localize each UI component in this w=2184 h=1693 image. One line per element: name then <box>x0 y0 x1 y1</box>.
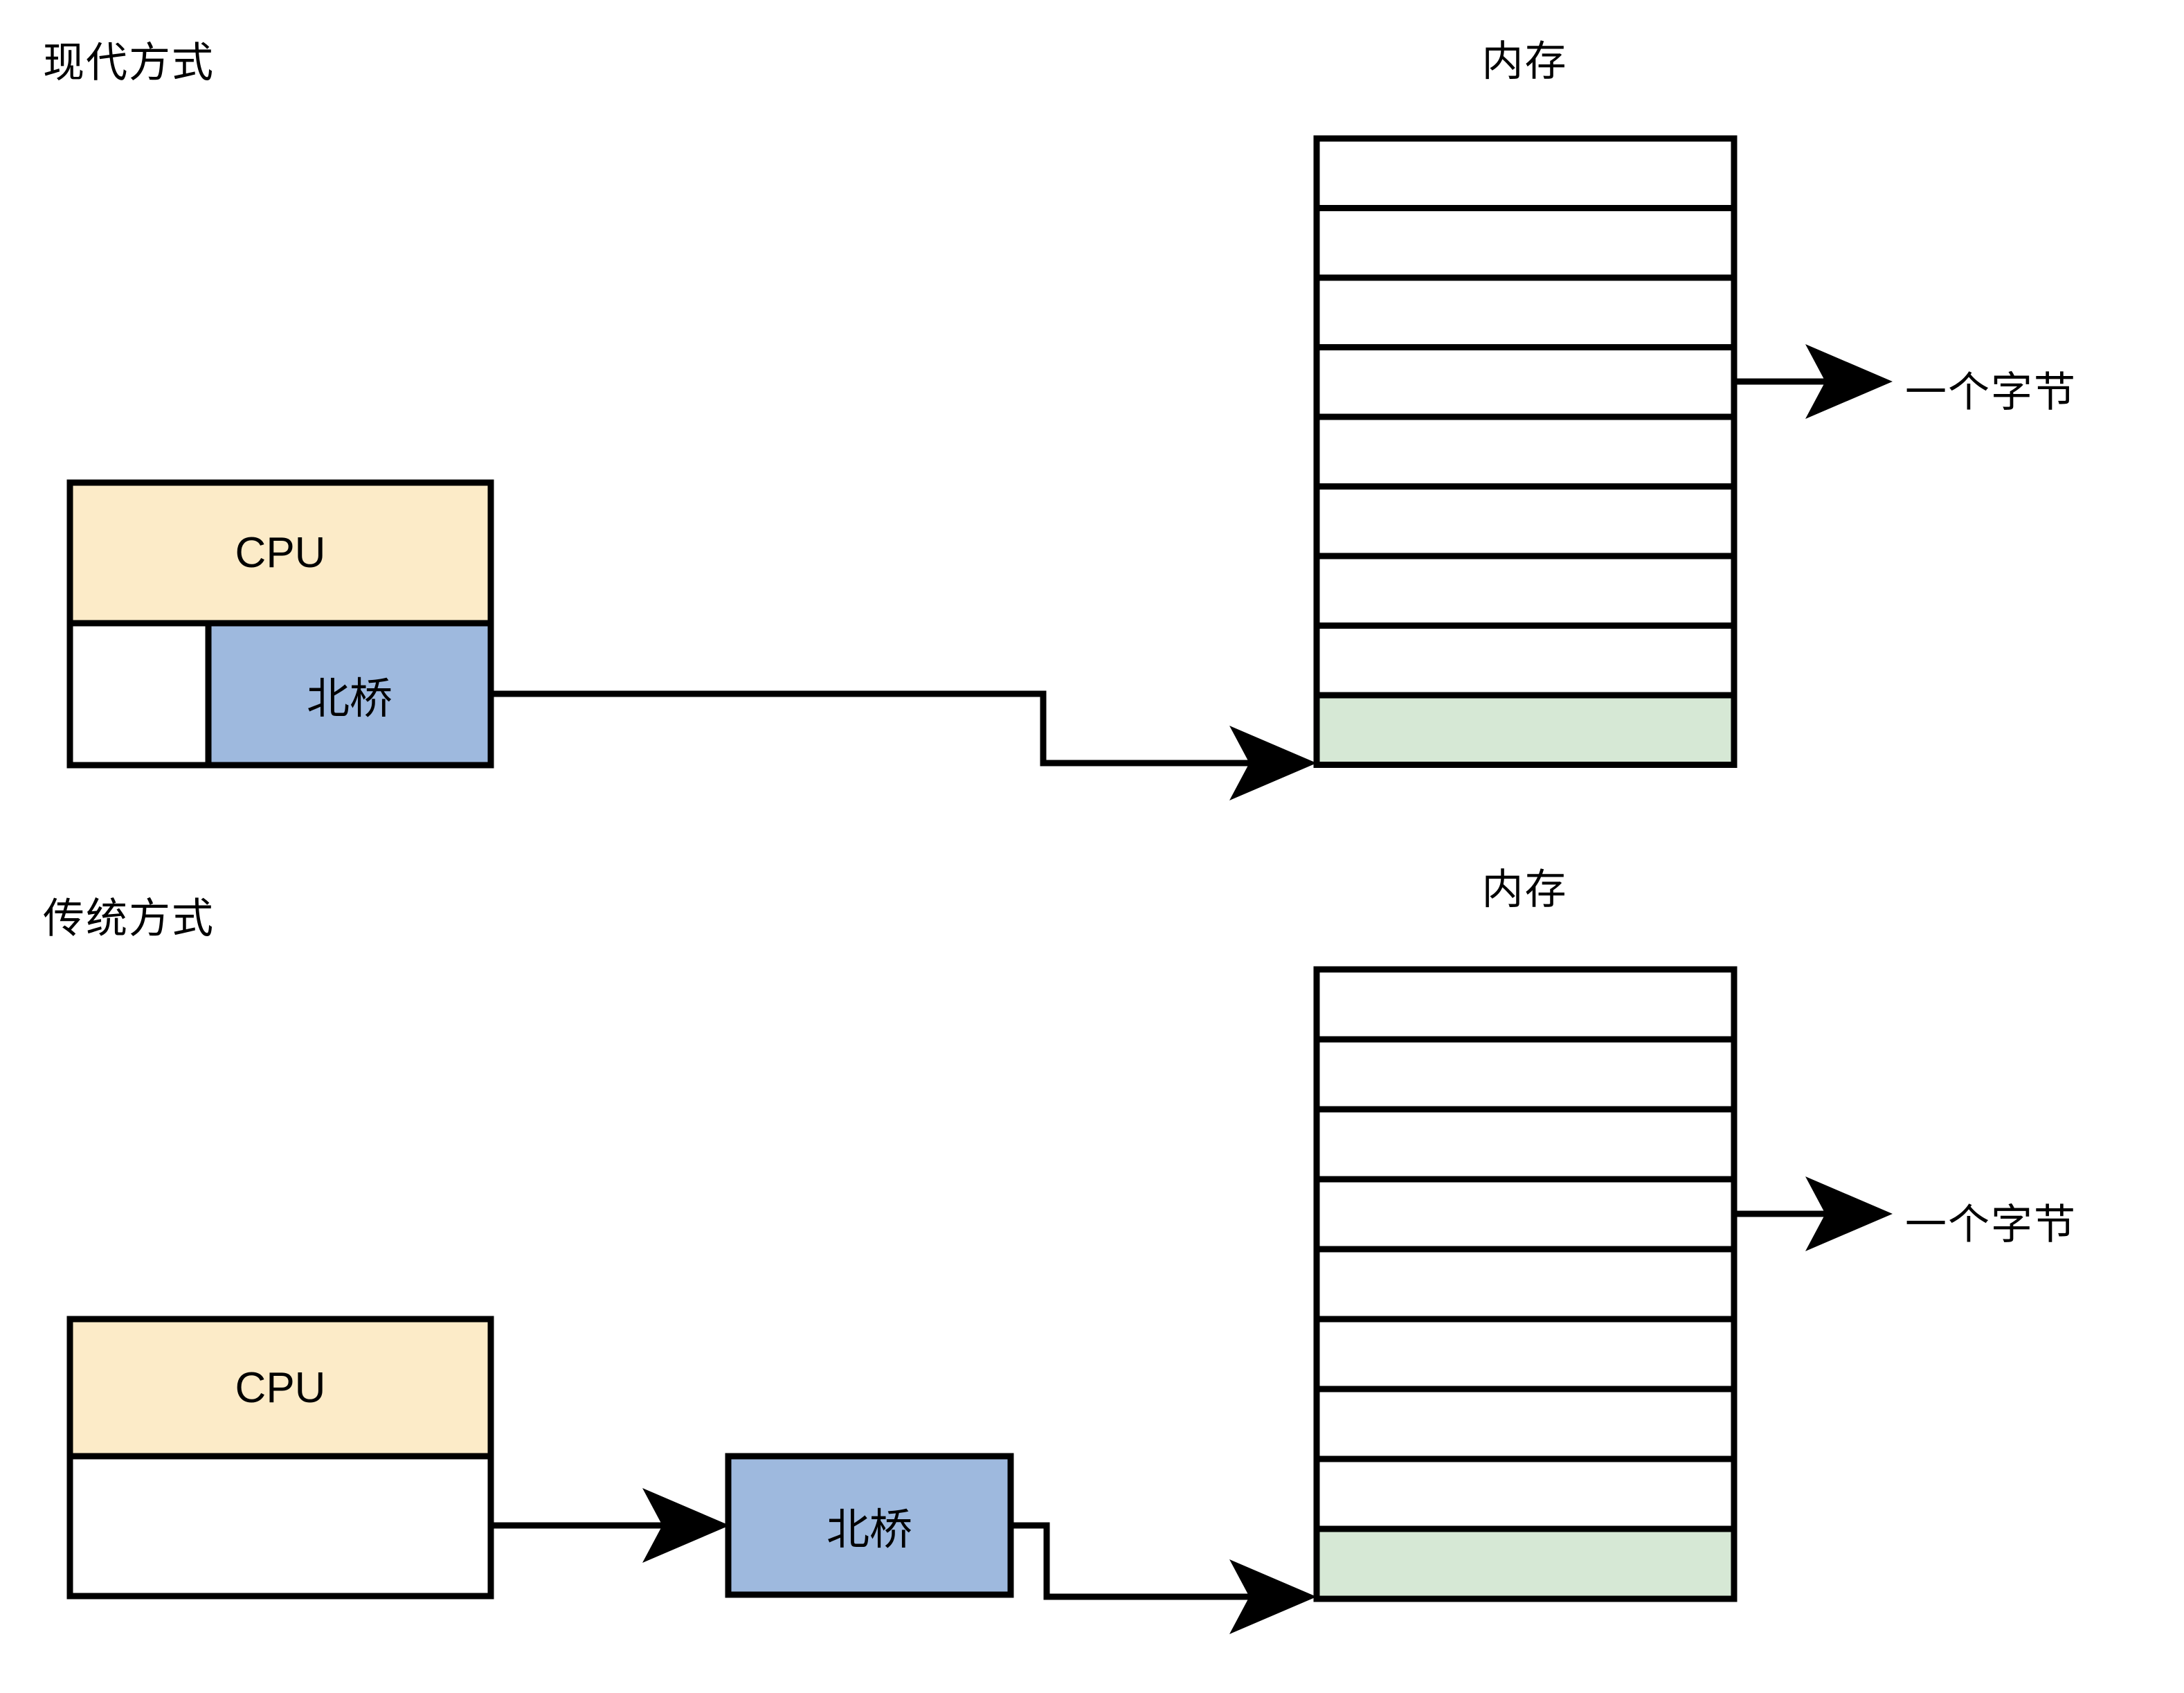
memory-cell-modern-8-highlighted <box>1313 692 1738 768</box>
byte-annotation-traditional: 一个字节 <box>1905 1201 2077 1248</box>
memory-cell-modern-6 <box>1313 553 1738 629</box>
north-bridge-box-traditional <box>725 1453 1014 1598</box>
memory-cell-traditional-3 <box>1313 1176 1738 1253</box>
memory-cell-modern-4 <box>1313 413 1738 490</box>
memory-cell-traditional-8-highlighted <box>1313 1525 1738 1602</box>
bridge-to-memory-connector-modern <box>491 690 1317 800</box>
memory-cell-traditional-4 <box>1313 1246 1738 1323</box>
cpu-core-region-modern <box>66 479 494 627</box>
memory-cell-traditional-0 <box>1313 966 1738 1043</box>
memory-cell-traditional-1 <box>1313 1036 1738 1113</box>
cpu-core-region-traditional <box>66 1316 494 1460</box>
memory-cell-modern-1 <box>1313 205 1738 281</box>
section-title-modern: 现代方式 <box>43 39 215 86</box>
section-title-traditional: 传统方式 <box>43 895 215 942</box>
memory-cell-traditional-6 <box>1313 1386 1738 1462</box>
memory-title-modern: 内存 <box>1481 38 1568 84</box>
bridge-to-memory-connector-traditional <box>1011 1522 1317 1634</box>
memory-cell-traditional-5 <box>1313 1316 1738 1392</box>
byte-annotation-modern: 一个字节 <box>1905 369 2077 415</box>
memory-title-traditional: 内存 <box>1481 866 1568 913</box>
memory-cell-modern-2 <box>1313 274 1738 350</box>
memory-cell-traditional-2 <box>1313 1106 1738 1183</box>
memory-cell-traditional-7 <box>1313 1455 1738 1532</box>
